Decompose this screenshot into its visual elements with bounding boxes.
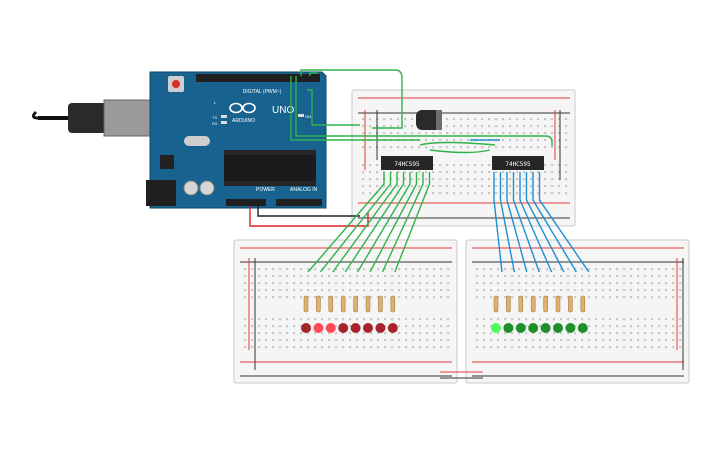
wire-green xyxy=(356,172,411,273)
wire-green xyxy=(319,172,392,273)
board-model-label: UNO xyxy=(272,105,294,116)
led-green xyxy=(577,323,588,333)
chip-right-label: 74HC595 xyxy=(505,161,531,168)
resistor xyxy=(506,295,511,313)
power-header xyxy=(226,199,266,206)
resistor xyxy=(543,295,548,313)
crystal xyxy=(184,136,210,146)
arduino-logo xyxy=(229,102,256,114)
capacitor-1 xyxy=(183,180,199,196)
resistor xyxy=(390,295,396,313)
digital-header xyxy=(196,74,320,82)
wire-green xyxy=(307,172,385,273)
resistor xyxy=(530,295,536,313)
digital-header-label: DIGITAL (PWM~) xyxy=(243,89,282,95)
led-red xyxy=(387,323,398,333)
led-red xyxy=(301,323,311,333)
usb-plug xyxy=(68,103,108,133)
power-rails xyxy=(240,97,684,379)
wire-blue xyxy=(512,172,540,273)
led-red xyxy=(313,323,324,333)
wire-green xyxy=(332,172,398,273)
wire-green xyxy=(381,172,424,273)
led-green xyxy=(491,323,501,333)
analog-header-label: ANALOG IN xyxy=(290,187,318,193)
electrolytic-capacitor xyxy=(416,110,442,130)
chip-left-label: 74HC595 xyxy=(394,161,420,168)
wire-green xyxy=(344,172,405,273)
wire-blue xyxy=(532,172,577,273)
led-l-label: L xyxy=(214,100,217,105)
led-rx-label: RX xyxy=(212,121,218,126)
resistor xyxy=(493,295,499,313)
led-red xyxy=(325,323,336,333)
led-tx-label: TX xyxy=(212,115,217,120)
wire-blue xyxy=(525,172,565,273)
led-array xyxy=(301,323,588,333)
led-green xyxy=(503,323,514,333)
atmega-chip xyxy=(224,155,316,181)
led-green xyxy=(540,323,551,333)
led-green xyxy=(565,323,576,333)
led-green xyxy=(528,323,539,333)
resistor xyxy=(555,295,561,313)
wire-blue xyxy=(519,172,553,273)
regulator xyxy=(160,155,174,169)
led-green xyxy=(553,323,563,333)
usb-port xyxy=(103,99,151,137)
brand-label: ARDUINO xyxy=(232,118,255,124)
led-on-label: ON xyxy=(305,114,311,119)
fanout-wires xyxy=(307,172,590,273)
led-green xyxy=(515,323,526,333)
capacitor-2 xyxy=(199,180,215,196)
resistor xyxy=(353,295,358,313)
wire-blue xyxy=(538,172,590,273)
resistor xyxy=(518,295,524,313)
control-wires xyxy=(249,69,553,227)
led-red xyxy=(350,323,361,333)
wire-blue xyxy=(506,172,528,273)
wire-blue xyxy=(493,172,503,273)
power-header-label: POWER xyxy=(256,187,275,193)
shift-register-left: 74HC595 xyxy=(381,156,433,170)
resistor xyxy=(303,295,309,313)
resistor xyxy=(365,295,371,313)
wire-green xyxy=(369,172,418,273)
wire-green xyxy=(394,172,431,273)
led-red xyxy=(375,323,386,333)
breadboard-bottom-left xyxy=(233,239,458,384)
led-red xyxy=(338,323,349,333)
resistor xyxy=(328,295,334,313)
led-red xyxy=(363,323,373,333)
resistor xyxy=(378,295,383,313)
resistor-array xyxy=(303,295,586,313)
arduino-uno[interactable]: DIGITAL (PWM~) UNO ARDUINO L TX RX ON PO… xyxy=(31,71,327,209)
resistor xyxy=(340,295,346,313)
wire-blue xyxy=(499,172,516,273)
resistor xyxy=(316,295,321,313)
resistor xyxy=(568,295,573,313)
power-jack xyxy=(146,180,176,206)
resistor xyxy=(580,295,586,313)
analog-header xyxy=(276,199,322,206)
shift-register-right: 74HC595 xyxy=(492,156,544,170)
